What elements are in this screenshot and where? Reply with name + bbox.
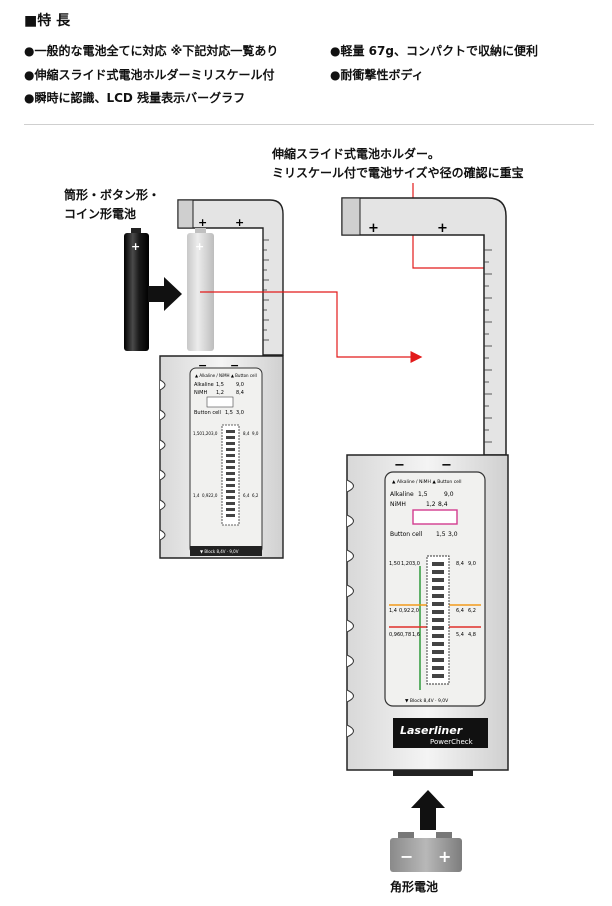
cells-callout: 筒形・ボタン形・ コイン形電池 [64, 186, 160, 224]
large-lcd-num-12: 1,6 [412, 632, 420, 638]
large-lcd-num-6: 0,92 [399, 608, 410, 614]
large-lcd-button: Button cell [390, 531, 423, 538]
large-holder-plus-right: + [437, 221, 448, 236]
large-holder-plus-left: + [368, 221, 379, 236]
large-lcd-numbers: 1,50 1,20 3,0 8,4 9,0 1,4 0,92 2,0 6,4 6… [389, 561, 476, 638]
small-lcd-num-9: 6,2 [252, 493, 259, 498]
large-lcd-v84: 8,4 [438, 501, 448, 508]
large-grip-notches [346, 479, 354, 738]
small-lcd-num-5: 1,4 [193, 493, 200, 498]
square-battery: − + [390, 832, 462, 872]
small-lcd-num-6: 0,92 [202, 493, 211, 498]
large-lcd-v15: 1,5 [418, 491, 428, 498]
small-lcd-segment [206, 396, 234, 408]
large-lcd-segment-highlight [412, 509, 458, 525]
red-arrow-cell-icon [200, 291, 423, 363]
large-body-minus-left: − [394, 458, 405, 473]
features-title: ■特 長 [24, 13, 71, 29]
large-device: + + − − ▲ Alkaline / NiMH ▲ Button cell … [341, 197, 509, 776]
large-lcd-header: ▲ Alkaline / NiMH ▲ Button cell [392, 479, 461, 485]
insert-arrow-icon [148, 277, 182, 311]
brand-panel [393, 718, 488, 748]
brand-logo: Laserliner [400, 724, 463, 737]
feature-lcd-bargraph: ●瞬時に認識、LCD 残量表示バーグラフ [24, 91, 246, 105]
small-lcd-num-8: 6,4 [243, 493, 250, 498]
small-lcd-num-4: 9,0 [252, 431, 259, 436]
holder-callout-line2: ミリスケール付で電池サイズや径の確認に重宝 [272, 166, 524, 180]
holder-callout-line1: 伸縮スライド式電池ホルダー。 [272, 147, 440, 161]
small-lcd-num-7: 2,0 [211, 493, 218, 498]
small-lcd-numbers: 1,50 1,20 3,0 8,4 9,0 1,4 0,92 2,0 6,4 6… [193, 431, 259, 498]
large-bargraph-segments [432, 562, 444, 678]
small-lcd-num-0: 1,50 [193, 431, 202, 436]
large-lcd-num-10: 0,96 [389, 632, 400, 638]
square-battery-minus: − [400, 847, 413, 866]
large-lcd-num-2: 3,0 [412, 561, 420, 567]
small-lcd-footer: ▼ Block 8,4V · 9,0V [200, 549, 239, 554]
large-scale-ticks [484, 249, 492, 443]
large-lcd-v12: 1,2 [426, 501, 436, 508]
large-lcd-nimh: NiMH [390, 501, 406, 508]
large-lcd-v15b: 1,5 [436, 531, 446, 538]
small-lcd-v15b: 1,5 [225, 410, 233, 416]
small-lcd-alkaline: Alkaline [194, 382, 214, 388]
feature-lightweight: ●軽量 67g、コンパクトで収納に便利 [330, 44, 538, 58]
section-divider [24, 124, 594, 125]
cells-callout-line2: コイン形電池 [64, 207, 137, 221]
large-lcd-v30: 3,0 [448, 531, 458, 538]
large-lcd-footer: ▼ Block 8,4V · 9,0V [405, 698, 449, 704]
small-scale-ticks [263, 239, 269, 341]
aa-battery-ghost: + [187, 228, 214, 351]
large-lcd-num-14: 4,8 [468, 632, 476, 638]
large-lcd-num-3: 8,4 [456, 561, 464, 567]
aa-black-plus: + [131, 240, 140, 253]
feature-slide-holder: ●伸縮スライド式電池ホルダーミリスケール付 [24, 68, 275, 82]
aa-battery-black: + [124, 228, 149, 351]
small-lcd-v15: 1,5 [216, 382, 224, 388]
large-lcd-v90: 9,0 [444, 491, 454, 498]
large-lcd-num-0: 1,50 [389, 561, 400, 567]
feature-universal: ●一般的な電池全てに対応 ※下記対応一覧あり [24, 44, 279, 58]
small-lcd-button: Button cell [194, 410, 221, 416]
small-body-minus-right: − [230, 359, 239, 372]
large-lcd-num-11: 0,78 [400, 632, 411, 638]
aa-ghost-plus: + [195, 240, 204, 253]
cells-callout-line1: 筒形・ボタン形・ [64, 188, 161, 202]
large-lcd-num-7: 2,0 [411, 608, 419, 614]
small-lcd-v90: 9,0 [236, 382, 244, 388]
square-battery-label: 角形電池 [390, 880, 439, 894]
small-lcd-v12: 1,2 [216, 390, 224, 396]
small-lcd-v30: 3,0 [236, 410, 244, 416]
holder-callout: 伸縮スライド式電池ホルダー。 ミリスケール付で電池サイズや径の確認に重宝 [272, 145, 524, 183]
small-lcd-footer-bar [190, 546, 262, 556]
small-lcd-header: ▲ Alkaline / NiMH ▲ Button cell [195, 373, 257, 378]
feature-impact-resistant: ●耐衝撃性ボディ [330, 68, 424, 82]
small-grip-notches [159, 379, 166, 541]
large-lcd-alkaline: Alkaline [390, 491, 414, 498]
square-battery-plus: + [438, 847, 451, 866]
model-name: PowerCheck [430, 738, 474, 746]
small-lcd-num-3: 8,4 [243, 431, 250, 436]
small-lcd-num-1: 1,20 [202, 431, 211, 436]
small-device: + + − − ▲ Alkaline / NiMH ▲ Button cell … [159, 199, 284, 559]
large-body-minus-right: − [441, 458, 452, 473]
small-lcd-nimh: NiMH [194, 390, 207, 396]
small-holder-plus-right: + [235, 216, 244, 229]
up-arrow-icon [411, 790, 445, 830]
small-lcd-v84: 8,4 [236, 390, 244, 396]
large-lcd-num-4: 9,0 [468, 561, 476, 567]
small-lcd-num-2: 3,0 [211, 431, 218, 436]
large-lcd-num-5: 1,4 [389, 608, 397, 614]
large-lcd-num-9: 6,2 [468, 608, 476, 614]
small-bargraph-segments [226, 430, 235, 517]
small-holder-plus-left: + [198, 216, 207, 229]
large-lcd-num-13: 5,4 [456, 632, 464, 638]
large-lcd-num-1: 1,20 [401, 561, 412, 567]
bottom-contact [393, 770, 473, 776]
small-body-minus-left: − [198, 359, 207, 372]
large-lcd-num-8: 6,4 [456, 608, 464, 614]
